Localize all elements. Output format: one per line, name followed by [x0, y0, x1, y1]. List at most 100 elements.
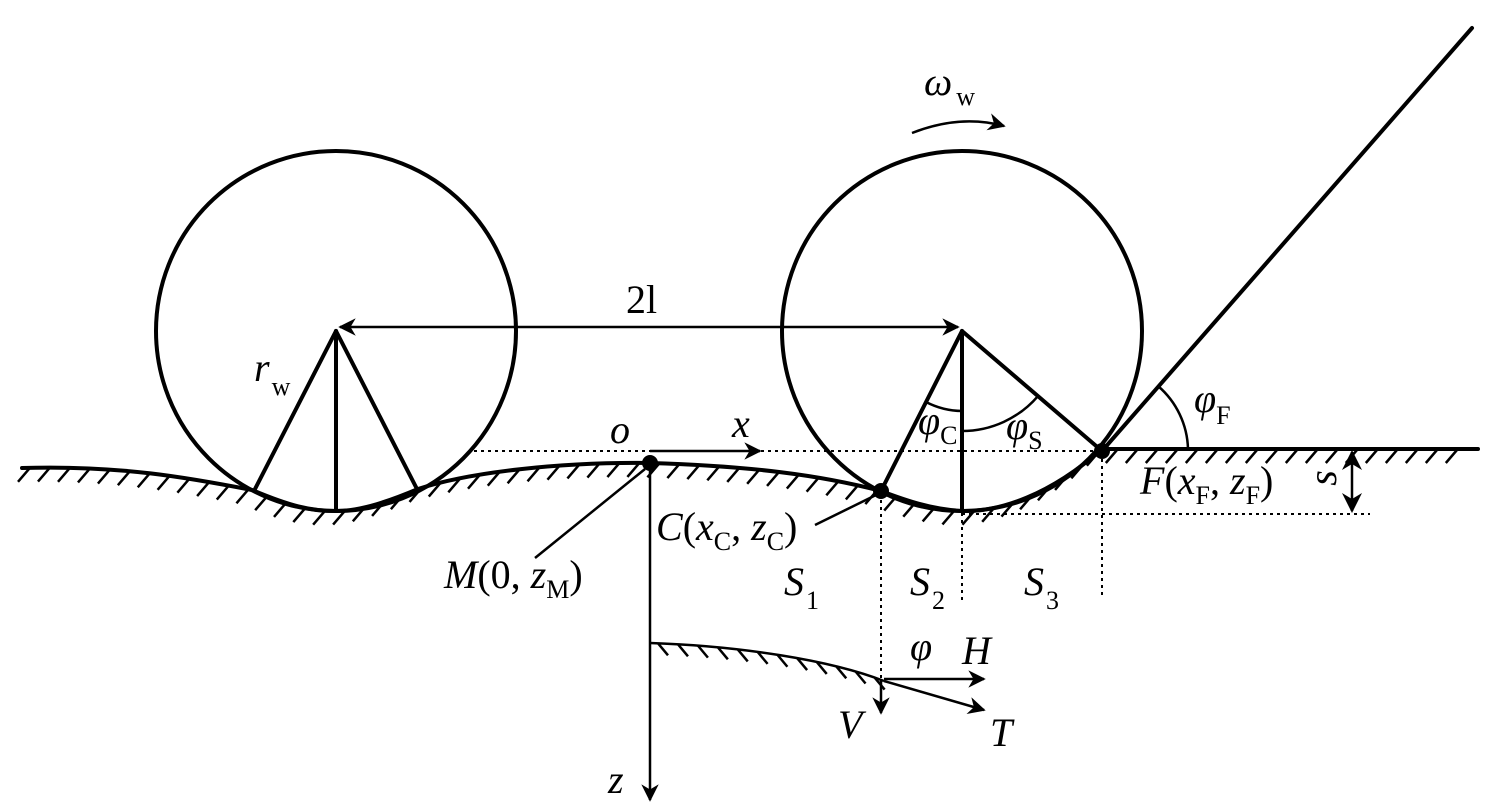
tension-hatch-tick [815, 661, 828, 675]
label-force-v: V [838, 702, 867, 747]
ground-hatch-tick [235, 488, 250, 505]
label-force-t: T [990, 710, 1015, 755]
ground-hatch-tick [1104, 448, 1119, 464]
track-belt [1100, 26, 1474, 453]
ground-hatch-tick [1244, 448, 1259, 464]
ground-hatch-tick [96, 468, 111, 485]
tension-hatch-tick [796, 657, 809, 671]
label-phi-f: φF [1194, 376, 1231, 430]
angle-arc-phi-s [961, 395, 1039, 433]
ground-hatch-tick [1264, 448, 1279, 464]
rotation-arrow [911, 113, 1006, 135]
point-m [642, 455, 658, 471]
ground-hatch-tick [546, 464, 561, 481]
ground-hatch-tick [706, 465, 721, 482]
ground-hatch-tick [805, 476, 820, 493]
ground-hatch-tick [427, 481, 442, 498]
tension-curve [649, 641, 885, 683]
leader-line-m [534, 468, 646, 559]
point-c [873, 483, 889, 499]
tension-hatch-tick [696, 644, 709, 659]
ground-hatch-tick [1404, 448, 1419, 464]
ground-hatch-tick [215, 484, 230, 501]
ground-hatch-tick [292, 507, 307, 523]
ground-hatch-tick [785, 473, 800, 490]
label-s1: S1 [784, 559, 819, 615]
ground-hatch-tick [1124, 448, 1139, 464]
point-f [1094, 443, 1110, 459]
ground-hatch-tick [196, 481, 211, 497]
ground-hatch-tick [1184, 448, 1199, 464]
angle-arc-phi-c [925, 400, 963, 413]
label-phi-c: φC [918, 398, 957, 450]
ground-hatch-tick [1164, 448, 1179, 464]
ground-hatch-tick [1144, 448, 1159, 464]
label-point-m: M(0, zM) [443, 552, 583, 604]
ground-hatch-tick [1204, 448, 1219, 464]
ground-hatch-tick [686, 464, 701, 480]
ground-hatch-tick [77, 467, 91, 484]
ground-hatch-tick [666, 463, 681, 479]
ground-hatch-tick [486, 470, 501, 487]
ground-hatch-tick [37, 466, 51, 483]
tension-hatch-tick [736, 648, 749, 663]
ground-hatch-tick [726, 467, 741, 483]
ground-hatch-tick [176, 477, 191, 494]
ground-hatch-tick [844, 484, 859, 501]
ground-hatch-tick [1324, 448, 1339, 464]
force-t-arrow [883, 679, 986, 715]
ground-hatch-tick [17, 466, 31, 483]
ground-hatch-tick [825, 480, 840, 497]
ground-hatch-tick [467, 473, 481, 490]
ground-hatch-tick [1384, 448, 1399, 464]
ground-hatch-tick [1284, 448, 1299, 464]
ground-hatch-tick [566, 463, 581, 480]
ground-hatch-tick [1304, 448, 1319, 464]
right-wheel-radius-c [879, 329, 964, 493]
ground-hatch-tick [116, 470, 131, 487]
label-s3: S3 [1024, 559, 1059, 615]
ground-hatch-tick [626, 462, 641, 478]
ground-hatch-tick [332, 509, 347, 526]
label-force-h: H [961, 628, 993, 673]
label-s2: S2 [910, 559, 945, 615]
ground-hatch-tick [746, 468, 761, 485]
label-point-c: C(xC, zC) [656, 504, 797, 556]
tension-hatch-tick [854, 670, 867, 685]
leader-line-c [814, 493, 877, 527]
label-point-f: F(xF, zF) [1139, 458, 1273, 510]
tension-curve-hatching [657, 642, 886, 691]
left-wheel-radius-right [334, 329, 420, 493]
tension-hatch-tick [657, 642, 669, 657]
ground-hatch-tick [136, 472, 151, 489]
ground-hatch-tick [606, 462, 621, 478]
tension-hatch-tick [677, 643, 689, 658]
tension-hatch-tick [756, 651, 769, 665]
ground-hatch-tick [1224, 448, 1239, 464]
ground-hatch-tick [1364, 448, 1379, 464]
right-wheel-radius-f [960, 329, 1104, 453]
label-z: z [607, 757, 624, 802]
left-wheel-radius-left [252, 329, 338, 493]
ground-hatch-tick [961, 509, 976, 526]
ground-hatch-tick [57, 466, 71, 483]
ground-hatch-tick [1444, 448, 1459, 464]
ground-hatch-tick [506, 468, 521, 485]
label-sinkage-s: s [1300, 470, 1345, 486]
label-o: o [610, 407, 630, 452]
label-phi-s: φS [1006, 403, 1043, 455]
tension-hatch-tick [873, 676, 886, 691]
tension-hatch-tick [835, 665, 848, 680]
angle-arc-phi-f [1157, 385, 1190, 450]
label-r: rw [254, 345, 291, 401]
label-phi: φ [910, 624, 932, 669]
ground-hatching [17, 448, 1459, 526]
ground-hatch-tick [156, 474, 171, 491]
label-x: x [731, 401, 750, 446]
label-2l: 2l [626, 277, 657, 322]
tension-hatch-tick [716, 646, 729, 661]
ground-hatch-tick [526, 466, 541, 483]
ground-hatch-tick [312, 509, 327, 526]
